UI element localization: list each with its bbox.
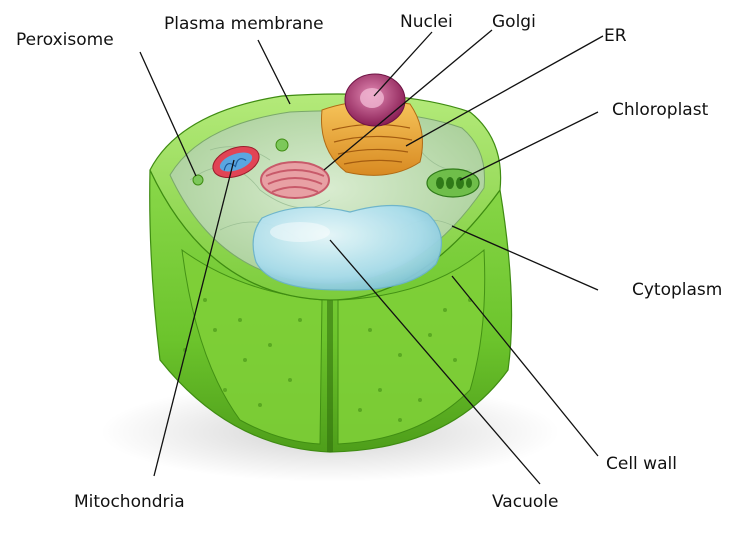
chloroplast-shape — [426, 168, 480, 198]
golgi-shape — [321, 100, 423, 176]
vacuole-highlight — [270, 222, 330, 242]
label-peroxisome: Peroxisome — [16, 30, 114, 50]
leader-lines — [139, 29, 604, 485]
label-chloroplast: Chloroplast — [612, 100, 709, 120]
er-shape — [260, 161, 330, 199]
leader-cell-wall — [451, 275, 599, 457]
leader-vacuole — [329, 239, 541, 485]
leader-chloroplast — [459, 111, 599, 181]
leader-plasma-membrane — [257, 39, 291, 105]
leader-peroxisome — [139, 51, 197, 177]
mitochondria-shape — [212, 145, 260, 179]
label-cytoplasm: Cytoplasm — [632, 280, 723, 300]
label-er: ER — [604, 26, 627, 46]
cell-wall-panel-right — [337, 248, 486, 445]
nucleolus-shape — [360, 88, 384, 108]
leader-cytoplasm — [451, 225, 599, 291]
peroxisome-shape-2 — [275, 138, 289, 152]
label-vacuole: Vacuole — [492, 492, 559, 512]
leader-er — [405, 35, 604, 147]
label-cell-wall: Cell wall — [606, 454, 677, 474]
leader-golgi — [323, 29, 493, 171]
leader-mitochondria — [153, 159, 235, 477]
label-mitochondria: Mitochondria — [74, 492, 185, 512]
label-nuclei: Nuclei — [400, 12, 453, 32]
label-plasma-membrane: Plasma membrane — [164, 14, 324, 34]
leader-nuclei — [373, 31, 433, 97]
peroxisome-shape — [192, 174, 204, 186]
cell-wall-panel-left — [181, 248, 323, 445]
vacuole-shape — [252, 204, 443, 291]
label-golgi: Golgi — [492, 12, 536, 32]
